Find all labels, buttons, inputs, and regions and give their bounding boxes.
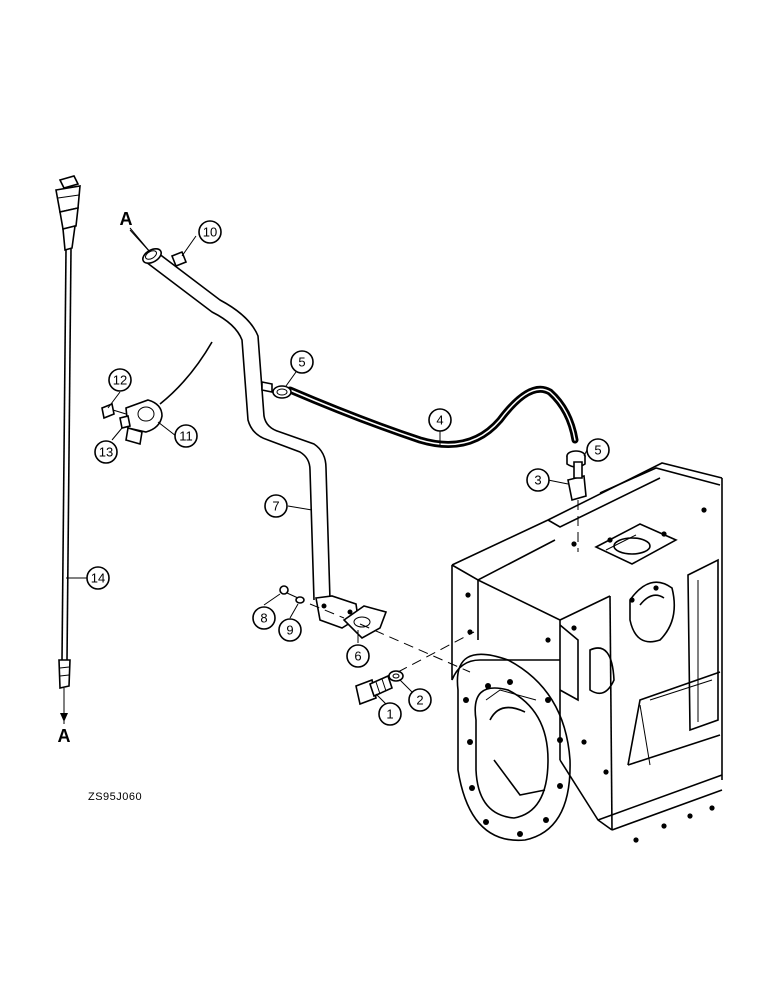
gasket bbox=[342, 605, 388, 639]
callout-13: 13 bbox=[94, 440, 118, 464]
callout-5-lower: 5 bbox=[586, 438, 610, 462]
breather-hose bbox=[286, 385, 579, 448]
breather-fitting bbox=[567, 461, 587, 552]
callout-4-label: 4 bbox=[436, 413, 443, 428]
callout-13-label: 13 bbox=[99, 445, 113, 460]
reference-letter-bottom: A bbox=[58, 726, 71, 746]
transmission-housing bbox=[451, 462, 723, 843]
callout-2: 2 bbox=[408, 688, 432, 712]
callout-10-label: 10 bbox=[203, 225, 217, 240]
callout-6: 6 bbox=[346, 644, 370, 668]
callout-5-upper-label: 5 bbox=[298, 355, 305, 370]
callout-8-label: 8 bbox=[260, 611, 267, 626]
callout-5-lower-label: 5 bbox=[594, 443, 601, 458]
leader-lines bbox=[63, 227, 589, 722]
bolt bbox=[355, 674, 393, 706]
callout-12-label: 12 bbox=[113, 373, 127, 388]
callout-9: 9 bbox=[278, 618, 302, 642]
callout-3: 3 bbox=[526, 468, 550, 492]
callout-9-label: 9 bbox=[286, 623, 293, 638]
callout-7-label: 7 bbox=[272, 499, 279, 514]
tube-washer bbox=[295, 596, 305, 604]
callout-11-label: 11 bbox=[179, 429, 193, 444]
callout-8: 8 bbox=[252, 606, 276, 630]
callout-1: 1 bbox=[378, 702, 402, 726]
callout-6-label: 6 bbox=[354, 649, 361, 664]
callout-3-label: 3 bbox=[534, 473, 541, 488]
tube-clip bbox=[125, 341, 213, 446]
tube-cap-screw bbox=[279, 585, 299, 599]
callout-4: 4 bbox=[428, 408, 452, 432]
oil-fill-tube bbox=[142, 247, 359, 629]
callout-14-label: 14 bbox=[91, 571, 105, 586]
callout-5-upper: 5 bbox=[290, 350, 314, 374]
clip-cap-screw bbox=[101, 402, 127, 420]
clip-nut bbox=[119, 415, 131, 429]
callout-11: 11 bbox=[174, 424, 198, 448]
callout-14: 14 bbox=[86, 566, 110, 590]
hose-clamp-upper bbox=[261, 381, 292, 399]
callout-12: 12 bbox=[108, 368, 132, 392]
callout-7: 7 bbox=[264, 494, 288, 518]
reference-letter-top: A bbox=[120, 209, 133, 229]
figure-code: ZS95J060 bbox=[88, 791, 142, 803]
callout-2-label: 2 bbox=[416, 693, 423, 708]
bolt-washer bbox=[388, 670, 404, 682]
callout-10: 10 bbox=[198, 220, 222, 244]
callout-1-label: 1 bbox=[386, 707, 393, 722]
dipstick bbox=[55, 175, 88, 722]
